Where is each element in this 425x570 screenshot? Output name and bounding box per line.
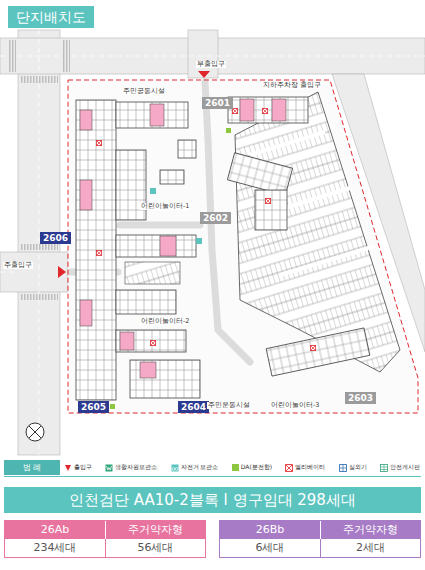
- table-cell: 주거약자형: [320, 521, 420, 539]
- legend: 출입구 생활자원보관소 자전거 보관소 DA(분전함) 엘리베이터 실외기 안전게시판: [64, 460, 420, 475]
- legend-icon: [64, 464, 72, 472]
- map-label: 주출입구: [3, 262, 33, 269]
- node-text: 2606: [43, 233, 68, 243]
- table-cell: 234세대: [5, 539, 105, 557]
- legend-text: 자전거 보관소: [181, 463, 219, 472]
- legend-item: 엘리베이터: [285, 463, 325, 472]
- table-cell: 26Ab: [5, 521, 105, 539]
- node-text: 2604: [181, 402, 206, 412]
- legend-rule: [4, 476, 421, 477]
- legend-icon: [380, 464, 388, 472]
- legend-swatch: [232, 464, 239, 471]
- table-cell: 주거약자형: [105, 521, 205, 539]
- map-label: 어린이놀이터-2: [140, 318, 190, 325]
- legend-icon: [105, 464, 113, 472]
- map-label: 어린이놀이터-3: [270, 402, 320, 409]
- title-box: 단지배치도: [8, 6, 94, 28]
- legend-item: 실외기: [339, 463, 367, 472]
- node-text: 범 례: [23, 463, 42, 472]
- map-label: 어린이놀이터-1: [140, 203, 190, 210]
- building-number: 2603: [345, 392, 376, 404]
- node-text: 2602: [203, 213, 228, 223]
- table-cell: 56세대: [105, 539, 205, 557]
- legend-text: 출입구: [74, 463, 92, 472]
- legend-heading: 범 례: [4, 460, 60, 475]
- legend-text: 실외기: [349, 463, 367, 472]
- legend-icon: [171, 464, 179, 472]
- legend-item: 생활자원보관소: [105, 463, 157, 472]
- legend-text: DA(분전함): [241, 463, 272, 472]
- map-label: 주민공동시설: [122, 88, 166, 95]
- node-text: 2601: [205, 98, 230, 108]
- legend-icon: [339, 464, 347, 472]
- legend-icon: [285, 464, 293, 472]
- legend-item: DA(분전함): [232, 463, 272, 472]
- legend-text: 생활자원보관소: [115, 463, 157, 472]
- legend-text: 안전게시판: [390, 463, 420, 472]
- unit-table: 26Bb주거약자형6세대2세대: [219, 520, 421, 558]
- table-cell: 26Bb: [220, 521, 320, 539]
- node-text: 인천검단 AA10-2블록 l 영구임대 298세대: [69, 491, 356, 509]
- building-number: 2601: [202, 97, 233, 109]
- map-label: 부출입구: [196, 61, 226, 68]
- building-number: 2605: [78, 401, 109, 413]
- node-text: 2603: [348, 393, 373, 403]
- legend-item: 자전거 보관소: [171, 463, 219, 472]
- map-label: 주민운동시설: [207, 402, 251, 409]
- unit-table: 26Ab주거약자형234세대56세대: [4, 520, 206, 558]
- table-cell: 2세대: [320, 539, 420, 557]
- caption-band: 인천검단 AA10-2블록 l 영구임대 298세대: [4, 487, 421, 513]
- legend-item: 안전게시판: [380, 463, 420, 472]
- building-number: 2602: [200, 212, 231, 224]
- table-cell: 6세대: [220, 539, 320, 557]
- map-label: 지하주차장 출입구: [262, 82, 322, 89]
- title-text: 단지배치도: [16, 9, 86, 25]
- node-text: 2605: [81, 402, 106, 412]
- building-number: 2606: [40, 232, 71, 244]
- legend-text: 엘리베이터: [295, 463, 325, 472]
- building-number: 2604: [178, 401, 209, 413]
- legend-item: 출입구: [64, 463, 92, 472]
